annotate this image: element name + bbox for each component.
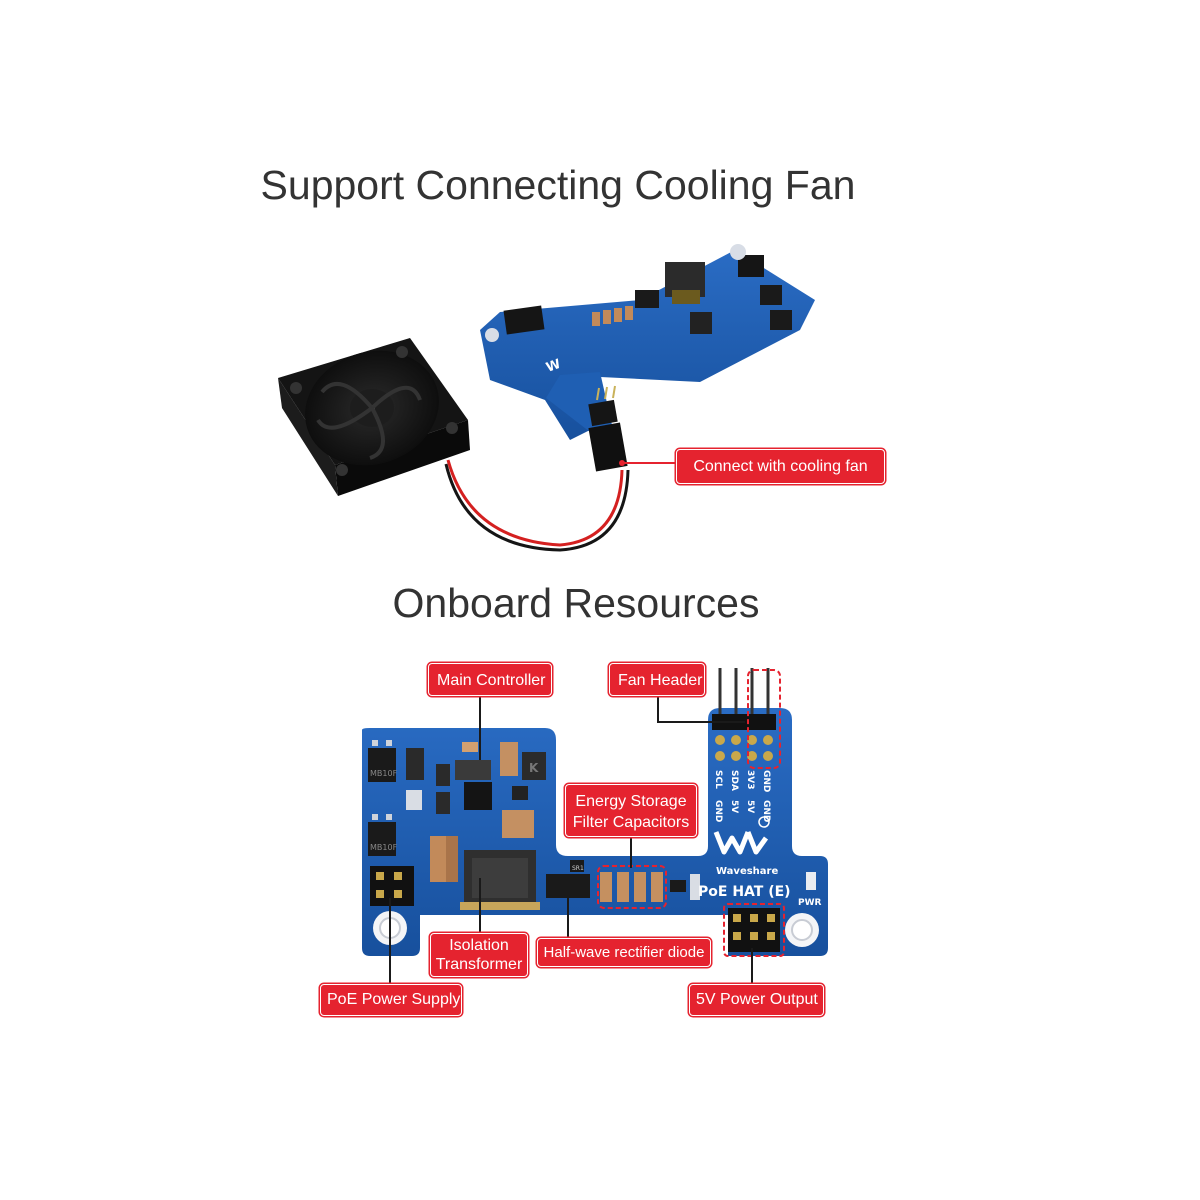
svg-text:K: K bbox=[529, 761, 539, 775]
poe-hat-board-photo: W bbox=[480, 244, 815, 472]
callout-connect-fan: Connect with cooling fan bbox=[676, 449, 885, 484]
callout-main-controller: Main Controller bbox=[428, 663, 552, 696]
callout-isolation-line2: Transformer bbox=[435, 956, 523, 973]
callout-isolation-line1: Isolation bbox=[449, 937, 509, 954]
chip-mb-label-2: MB10F bbox=[370, 843, 398, 852]
callout-fan-header: Fan Header bbox=[609, 663, 705, 696]
heading-cooling-fan: Support Connecting Cooling Fan bbox=[260, 162, 856, 208]
callout-energy-storage-line2: Filter Capacitors bbox=[572, 814, 690, 831]
chip-sr-label: SR1 bbox=[572, 865, 584, 872]
cooling-fan-photo bbox=[278, 338, 630, 552]
callout-energy-storage: Energy Storage Filter Capacitors bbox=[565, 784, 697, 837]
callout-poe-power-supply: PoE Power Supply bbox=[320, 984, 462, 1016]
poe-hat-board-diagram: MB10F MB10F K SR1 bbox=[362, 668, 828, 957]
svg-text:W: W bbox=[544, 357, 563, 376]
callout-5v-power-output: 5V Power Output bbox=[689, 984, 824, 1016]
pin-label-gnd-a: GND bbox=[761, 770, 771, 792]
callout-isolation-transformer: Isolation Transformer bbox=[430, 933, 528, 977]
brand-name: Waveshare bbox=[716, 866, 778, 877]
pin-label-3v3: 3V3 bbox=[745, 770, 755, 790]
pwr-label: PWR bbox=[798, 898, 822, 908]
callout-rectifier-diode: Half-wave rectifier diode bbox=[537, 938, 711, 967]
leader-lines bbox=[389, 696, 753, 986]
callout-energy-storage-line1: Energy Storage bbox=[575, 793, 687, 810]
waveshare-logo bbox=[713, 816, 770, 855]
pin-label-5v-b: 5V bbox=[745, 800, 755, 813]
pin-label-5v-a: 5V bbox=[729, 800, 739, 813]
pin-label-gnd-b: GND bbox=[713, 800, 723, 822]
model-name: PoE HAT (E) bbox=[698, 884, 791, 900]
pin-label-sda: SDA bbox=[729, 770, 739, 791]
pin-label-gnd-c: GND bbox=[761, 800, 771, 822]
pin-label-scl: SCL bbox=[713, 770, 723, 789]
chip-mb-label-1: MB10F bbox=[370, 769, 398, 778]
heading-onboard-resources: Onboard Resources bbox=[392, 580, 760, 626]
